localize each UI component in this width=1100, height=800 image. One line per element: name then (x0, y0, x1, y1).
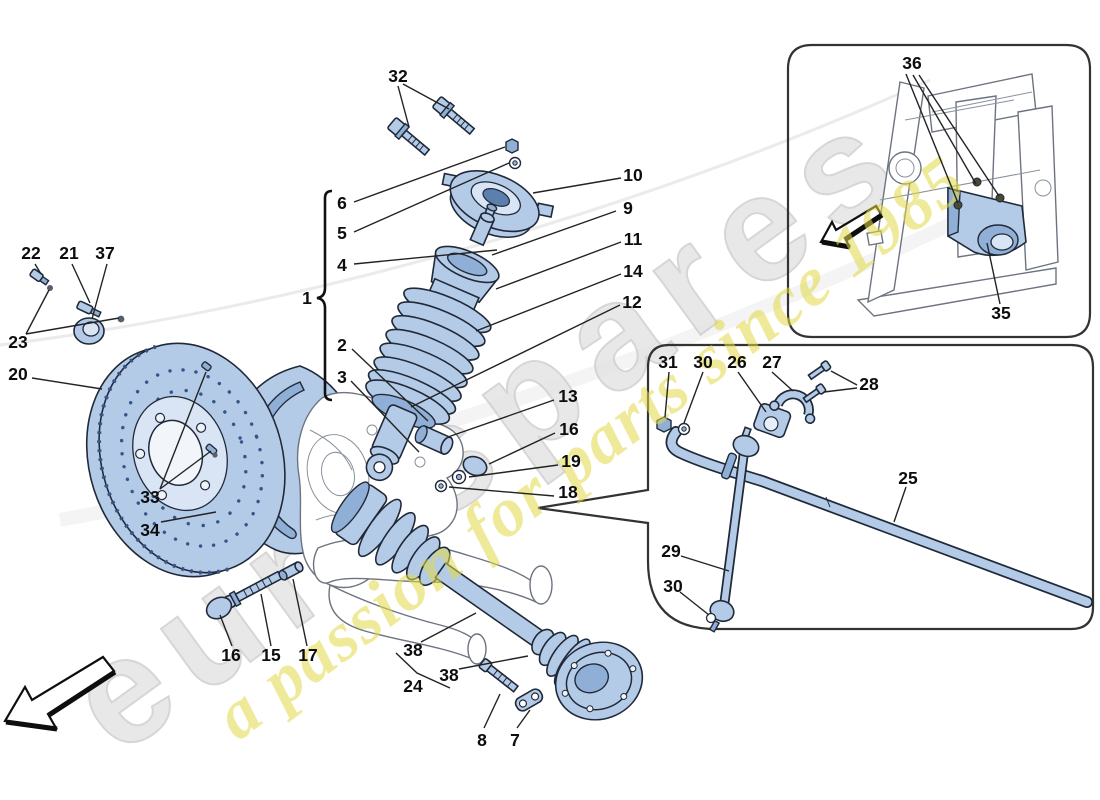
sensor-hardware (29, 268, 125, 345)
callout-3: 3 (337, 367, 347, 387)
leader-lines (25, 73, 1001, 729)
anti-roll-bar-box (537, 343, 1095, 633)
mount-bolt (387, 117, 431, 157)
disc-screw (201, 361, 218, 458)
flange-bolt (478, 658, 520, 693)
callout-24: 24 (403, 676, 423, 696)
callout-36: 36 (902, 53, 922, 73)
group-brace (316, 189, 333, 402)
callout-33: 33 (140, 487, 160, 507)
inset-bolt (995, 193, 1005, 203)
callout-16-upper: 16 (559, 419, 579, 439)
callout-32: 32 (388, 66, 408, 86)
direction-arrow (3, 655, 117, 732)
chassis-inset-box (786, 43, 1092, 339)
callout-29: 29 (661, 541, 681, 561)
callout-2: 2 (337, 335, 347, 355)
callout-37: 37 (95, 243, 114, 263)
callout-22: 22 (21, 243, 41, 263)
callout-27: 27 (762, 352, 781, 372)
clamp-bolt (802, 383, 827, 404)
callout-19: 19 (561, 451, 581, 471)
shock-hardware (414, 138, 522, 493)
disc-vent-ticks (97, 344, 229, 575)
callout-14: 14 (623, 261, 643, 281)
bar-collar (720, 452, 738, 480)
callout-30-lower: 30 (663, 576, 683, 596)
link-washer (705, 612, 717, 624)
inset-bolt (972, 177, 982, 187)
bar-clamp (769, 389, 816, 424)
lock-plate (514, 688, 544, 712)
callout-31: 31 (658, 352, 678, 372)
callout-13: 13 (558, 386, 578, 406)
dust-cap (462, 455, 488, 477)
drop-link (705, 426, 760, 633)
callout-34: 34 (140, 520, 160, 540)
callout-35: 35 (991, 303, 1011, 323)
shock-stem (469, 203, 498, 247)
callout-28: 28 (859, 374, 879, 394)
brake-disc (85, 342, 286, 578)
callout-17: 17 (298, 645, 317, 665)
callout-38-a: 38 (403, 640, 423, 660)
callout-10: 10 (623, 165, 643, 185)
callout-8: 8 (477, 730, 487, 750)
bar-bushing (753, 402, 792, 439)
callout-6: 6 (337, 193, 347, 213)
clamp-bolt (807, 360, 832, 381)
callout-15: 15 (261, 645, 281, 665)
callout-16-lower: 16 (221, 645, 241, 665)
callout-38-b: 38 (439, 665, 459, 685)
callout-25: 25 (898, 468, 918, 488)
shock-bushing (414, 425, 454, 455)
callout-labels: 32 6 5 4 1 2 3 10 9 11 14 12 13 16 19 18… (8, 53, 1011, 750)
callout-5: 5 (337, 223, 347, 243)
shock-absorber (365, 170, 555, 482)
mount-bolt (432, 96, 476, 136)
callout-23: 23 (8, 332, 28, 352)
bolt-cap (205, 596, 233, 620)
callout-9: 9 (623, 198, 633, 218)
callout-12: 12 (622, 292, 642, 312)
callout-1: 1 (302, 288, 312, 308)
callout-20: 20 (8, 364, 28, 384)
callout-11: 11 (624, 229, 643, 249)
callout-4: 4 (337, 255, 347, 275)
callout-26: 26 (727, 352, 747, 372)
spacer-sleeve (278, 561, 304, 581)
callout-30-upper: 30 (693, 352, 713, 372)
chassis-line-art (856, 73, 1059, 317)
bar-nut (656, 416, 672, 433)
callout-21: 21 (59, 243, 79, 263)
inset-bolt (953, 200, 963, 210)
callout-7: 7 (510, 730, 520, 750)
callout-18: 18 (558, 482, 578, 502)
cv-joint-flange (554, 641, 644, 721)
stem-nut (505, 138, 519, 154)
inset-direction-arrow (819, 204, 884, 250)
